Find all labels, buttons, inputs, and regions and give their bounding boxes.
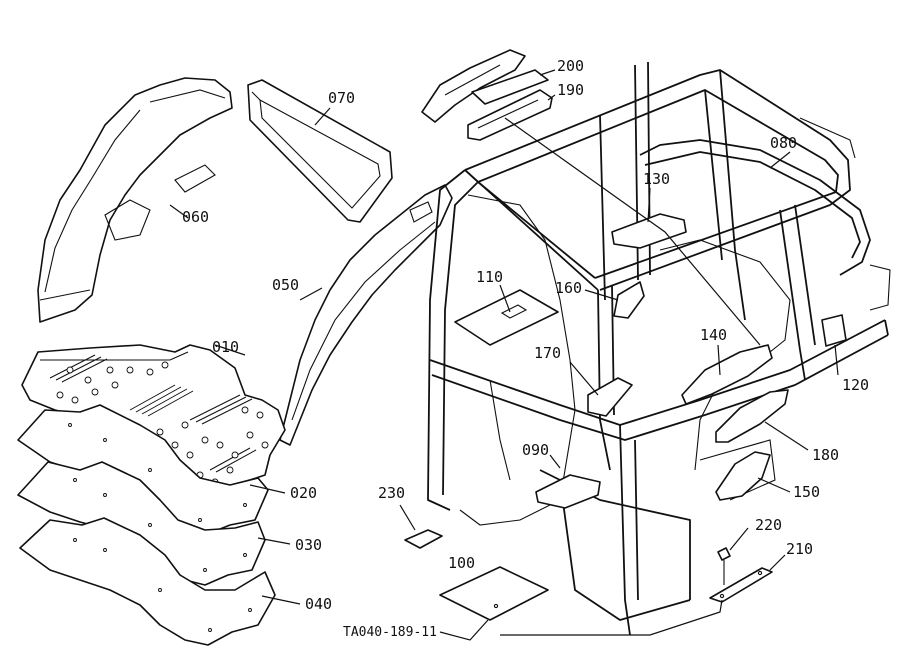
- label-210: 210: [786, 540, 813, 558]
- floor-mat-ribs: [49, 354, 257, 473]
- sheet-040-holes: [73, 538, 252, 632]
- label-090: 090: [522, 441, 549, 459]
- part-040-floor-sheet[interactable]: [19, 517, 276, 646]
- part-160-panel[interactable]: [613, 281, 645, 319]
- part-170-cover[interactable]: [587, 377, 633, 417]
- part-200-bracket[interactable]: [421, 49, 549, 123]
- label-190: 190: [557, 81, 584, 99]
- label-060: 060: [182, 208, 209, 226]
- part-130-plate[interactable]: [611, 213, 687, 249]
- part-120-bracket[interactable]: [821, 314, 847, 347]
- label-120: 120: [842, 376, 869, 394]
- part-150-plate[interactable]: [715, 451, 771, 501]
- insulation-030-holes: [73, 478, 247, 572]
- label-200: 200: [557, 57, 584, 75]
- cab-frame: [427, 61, 891, 636]
- label-080: 080: [770, 134, 797, 152]
- label-130: 130: [643, 170, 670, 188]
- leader-lines: [169, 69, 839, 641]
- part-100-floor-plate[interactable]: [439, 566, 549, 621]
- label-040: 040: [305, 595, 332, 613]
- label-140: 140: [700, 326, 727, 344]
- part-070-window-frame[interactable]: [247, 79, 393, 223]
- label-100: 100: [448, 554, 475, 572]
- part-230-plate[interactable]: [404, 529, 443, 549]
- label-220: 220: [755, 516, 782, 534]
- part-060-side-panel[interactable]: [37, 77, 233, 323]
- floor-mat-studs: [56, 361, 269, 486]
- part-220-bolt[interactable]: [717, 547, 731, 585]
- part-140-panel[interactable]: [681, 344, 773, 405]
- label-050: 050: [272, 276, 299, 294]
- part-210-bar[interactable]: [709, 567, 773, 603]
- label-070: 070: [328, 89, 355, 107]
- drawing-code: TA040-189-11: [343, 625, 437, 640]
- part-190-lens[interactable]: [467, 89, 553, 141]
- label-170: 170: [534, 344, 561, 362]
- label-150: 150: [793, 483, 820, 501]
- part-labels: 010 020 030 040 050 060 070 080 090 100 …: [182, 57, 869, 640]
- label-020: 020: [290, 484, 317, 502]
- part-050-pillar-trim[interactable]: [279, 184, 453, 446]
- label-010: 010: [212, 338, 239, 356]
- label-110: 110: [476, 268, 503, 286]
- label-230: 230: [378, 484, 405, 502]
- underlay-020-holes: [68, 423, 247, 522]
- label-030: 030: [295, 536, 322, 554]
- part-090-step-plate[interactable]: [535, 474, 601, 509]
- part-180-panel[interactable]: [715, 389, 789, 443]
- label-160: 160: [555, 279, 582, 297]
- part-110-plate[interactable]: [454, 289, 559, 346]
- label-180: 180: [812, 446, 839, 464]
